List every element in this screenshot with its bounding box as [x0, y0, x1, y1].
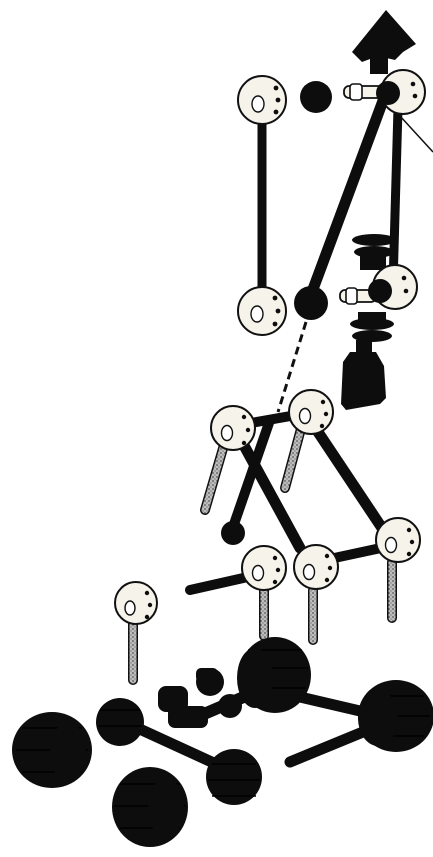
- lower-hub-middle: [293, 544, 339, 590]
- wheel-assembly: [12, 637, 433, 847]
- wheel-bottom: [112, 767, 188, 847]
- wheel-mid-left: [96, 698, 144, 746]
- wheel-center-top: [237, 637, 311, 713]
- middle-assembly: [200, 389, 396, 554]
- black-wheels: [12, 637, 433, 847]
- spring-hub: [339, 264, 418, 310]
- black-paddle: [341, 340, 386, 410]
- wheel-mid-bottom: [206, 749, 262, 805]
- peg-mid-right: [281, 421, 306, 492]
- peg-mid-left: [201, 441, 228, 514]
- top-assembly: [237, 10, 433, 413]
- arrow-tip: [352, 10, 416, 74]
- crank-rod: [227, 415, 275, 535]
- mid-left-hub: [210, 405, 256, 451]
- black-connector-cluster: [158, 668, 242, 728]
- lower-hub-left: [241, 545, 287, 591]
- spring-assembly: [350, 234, 396, 342]
- pointer-line: [399, 115, 433, 153]
- top-left-hub: [237, 75, 287, 125]
- wheel-right: [358, 680, 433, 752]
- top-black-ball: [300, 81, 332, 113]
- dashed-connector: [276, 321, 308, 413]
- mid-right-hub: [288, 389, 334, 435]
- loose-hub: [114, 581, 158, 685]
- wheel-left: [12, 712, 92, 788]
- top-right-hub: [343, 69, 426, 115]
- top-frame-lower-hub: [237, 286, 287, 336]
- lower-hub-row: [185, 517, 421, 645]
- lower-hub-right: [375, 517, 421, 563]
- crank-knob: [221, 521, 245, 545]
- vertical-rod-right: [388, 103, 403, 290]
- diagonal-rod: [303, 92, 390, 306]
- black-ball-joint: [294, 286, 328, 320]
